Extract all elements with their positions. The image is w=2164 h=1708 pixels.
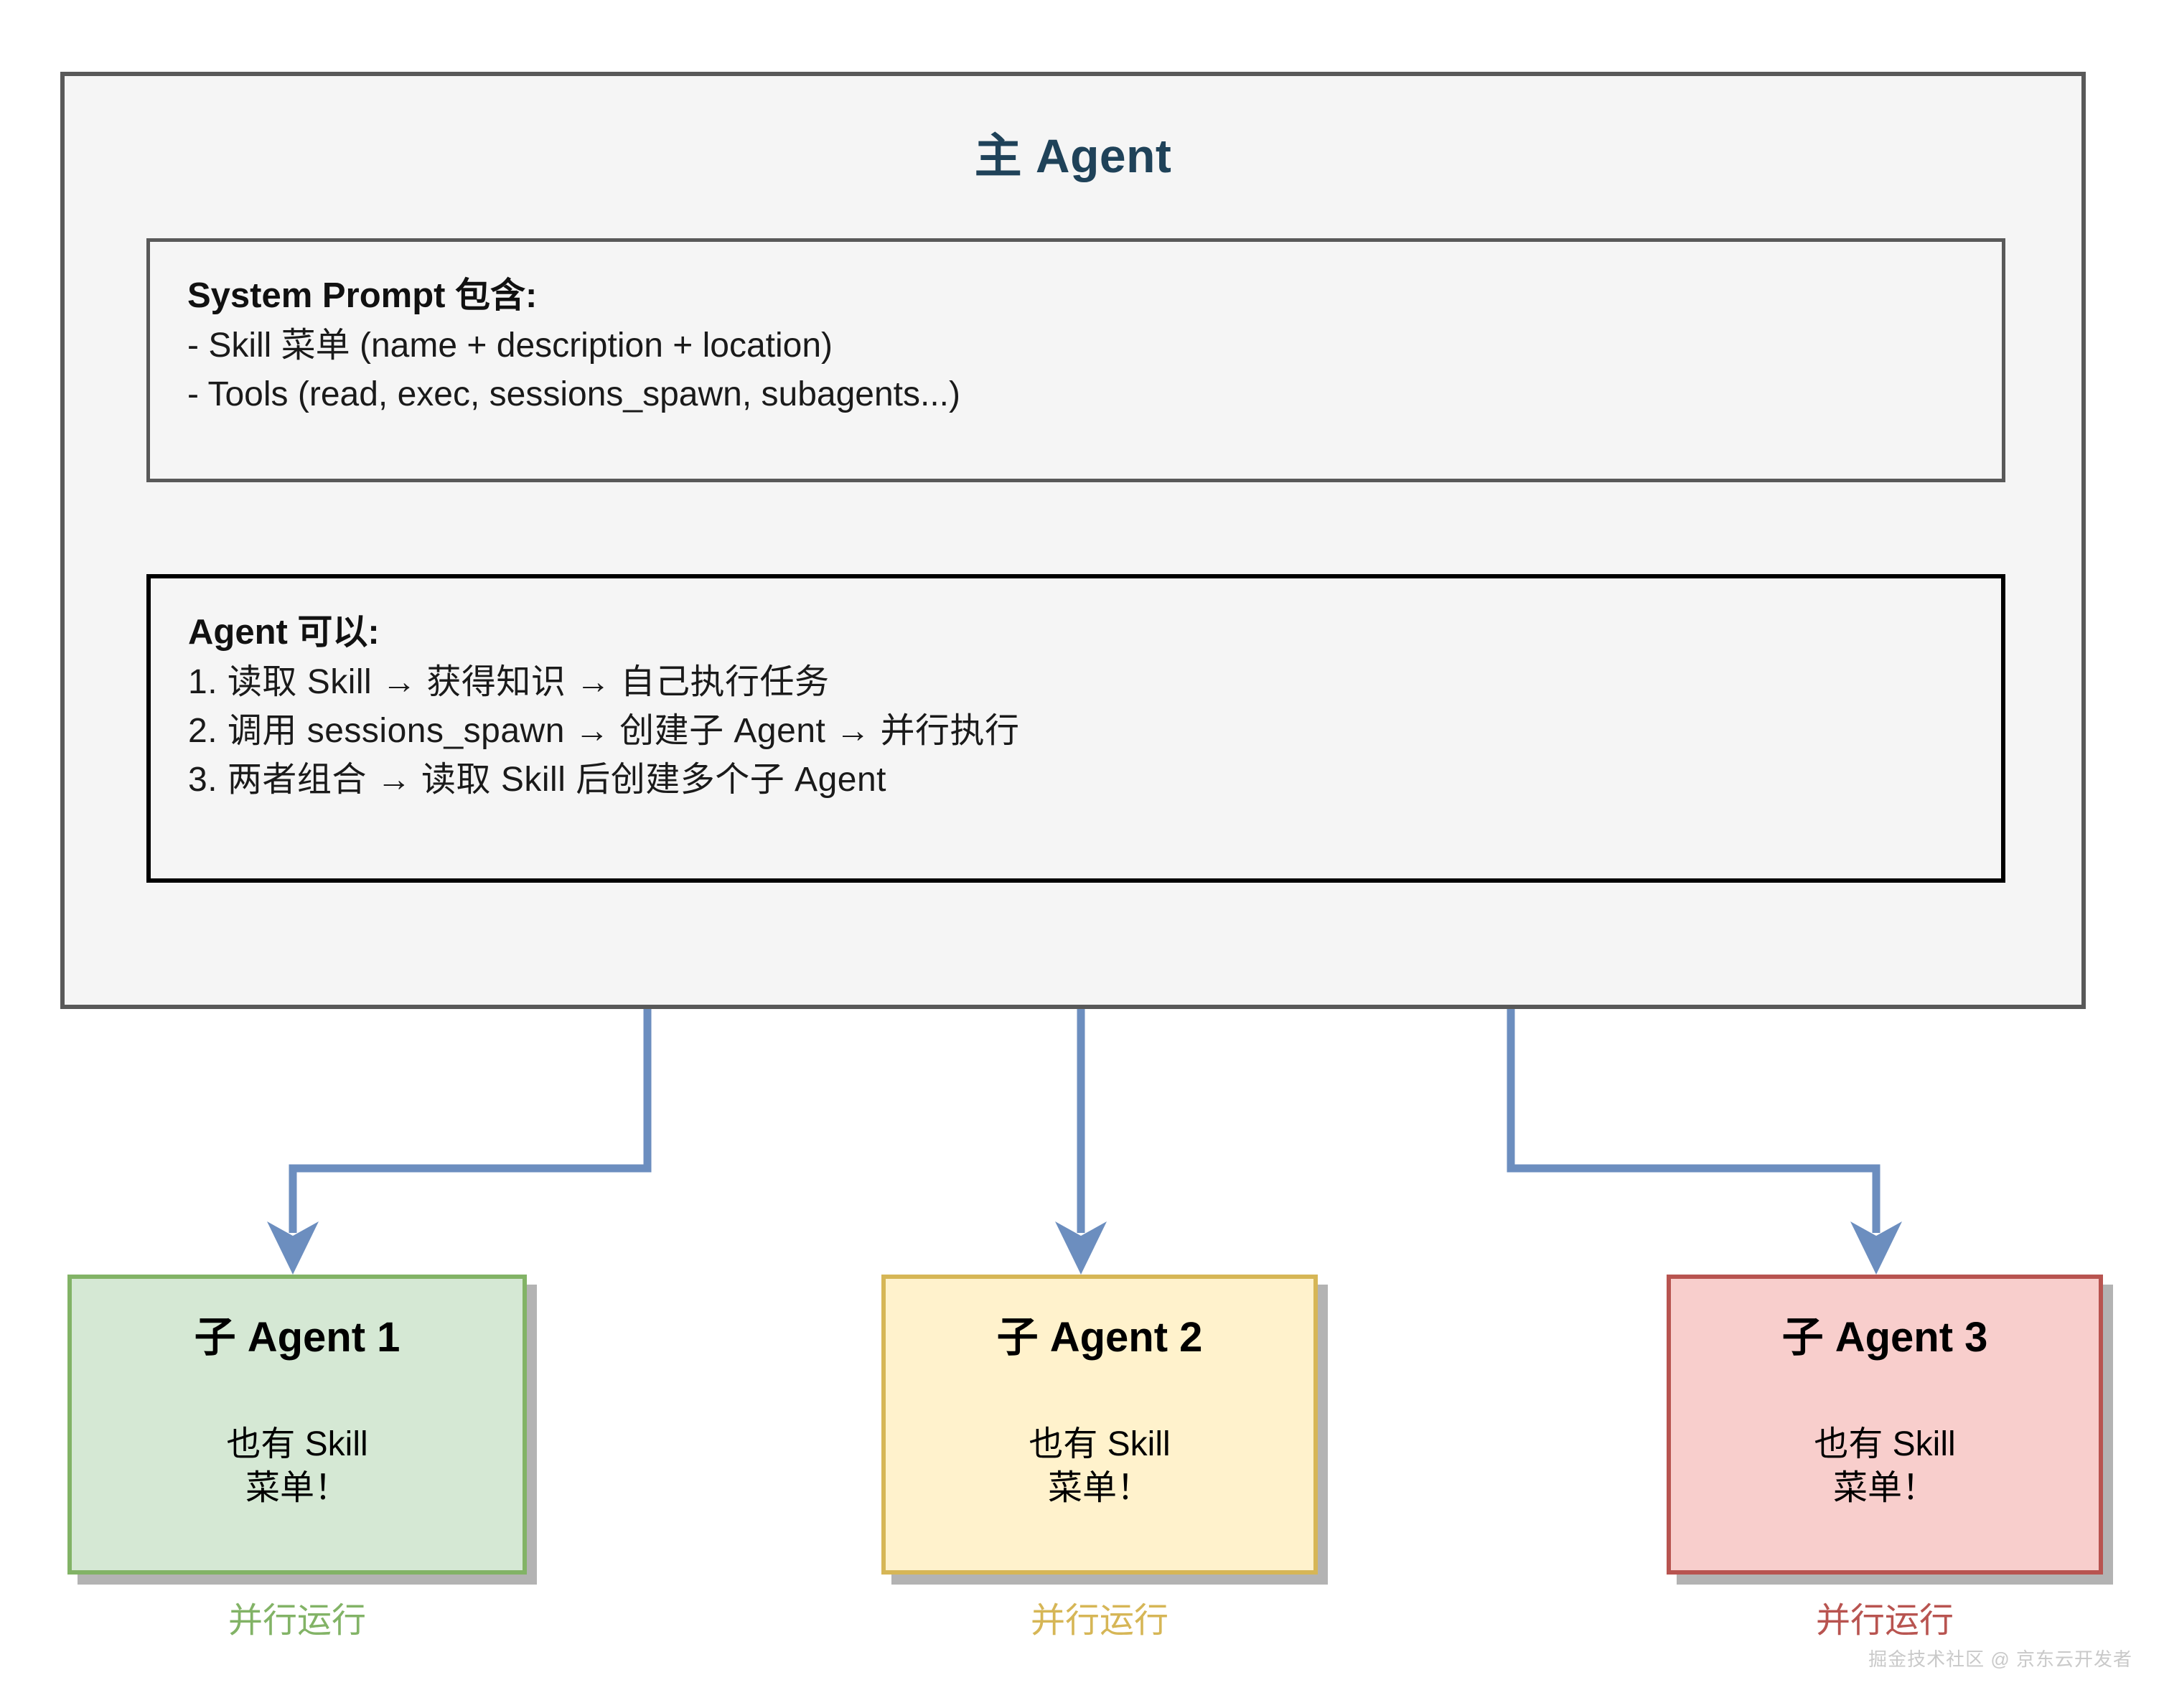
child-agent-2-subtitle-line-1: 也有 Skill	[1029, 1425, 1171, 1463]
system-prompt-line-1: - Skill 菜单 (name + description + locatio…	[187, 327, 833, 365]
child-agent-1-box: 子 Agent 1 也有 Skill 菜单！	[67, 1275, 527, 1575]
child-agent-1-subtitle-line-1: 也有 Skill	[226, 1425, 368, 1463]
system-prompt-line-2: - Tools (read, exec, sessions_spawn, sub…	[187, 375, 960, 414]
child-agent-1-subtitle: 也有 Skill 菜单！	[72, 1422, 523, 1511]
child-agent-3-box: 子 Agent 3 也有 Skill 菜单！	[1667, 1275, 2103, 1575]
agent-capability-2: 2. 调用 sessions_spawn → 创建子 Agent → 并行执行	[188, 712, 1020, 751]
child-agent-1-subtitle-line-2: 菜单！	[245, 1469, 349, 1508]
child-agent-3-title: 子 Agent 3	[1781, 1314, 1988, 1361]
agent-capabilities-box: Agent 可以: 1. 读取 Skill → 获得知识 → 自己执行任务 2.…	[146, 574, 2005, 883]
agent-capability-1: 1. 读取 Skill → 获得知识 → 自己执行任务	[188, 663, 830, 702]
arrow-down-icon	[267, 1221, 319, 1275]
connector-to-child-3	[1507, 1009, 1902, 1275]
system-prompt-box: System Prompt 包含: - Skill 菜单 (name + des…	[146, 238, 2005, 482]
child-agent-2-title: 子 Agent 2	[996, 1314, 1203, 1361]
agent-capability-3: 3. 两者组合 → 读取 Skill 后创建多个子 Agent	[188, 761, 886, 799]
system-prompt-content: System Prompt 包含: - Skill 菜单 (name + des…	[187, 271, 1980, 419]
connector-to-child-2	[1055, 1009, 1107, 1275]
child-agent-2-box: 子 Agent 2 也有 Skill 菜单！	[881, 1275, 1318, 1575]
child-agent-3-subtitle: 也有 Skill 菜单！	[1671, 1422, 2099, 1511]
system-prompt-heading: System Prompt 包含:	[187, 276, 538, 315]
arrow-down-icon	[1055, 1221, 1107, 1275]
agent-capabilities-heading: Agent 可以:	[188, 613, 380, 652]
child-agent-2-subtitle-line-2: 菜单！	[1047, 1469, 1151, 1508]
agent-capabilities-content: Agent 可以: 1. 读取 Skill → 获得知识 → 自己执行任务 2.…	[188, 607, 1980, 805]
child-agent-3-caption: 并行运行	[1815, 1602, 1954, 1640]
arrow-down-icon	[1850, 1221, 1902, 1275]
child-agent-3-subtitle-line-2: 菜单！	[1832, 1469, 1936, 1508]
watermark: 掘金技术社区 @ 京东云开发者	[1868, 1648, 2132, 1670]
child-agent-1-title: 子 Agent 1	[194, 1314, 401, 1361]
child-agent-2-subtitle: 也有 Skill 菜单！	[886, 1422, 1313, 1511]
main-agent-title: 主 Agent	[974, 129, 1172, 182]
main-agent-container: 主 Agent System Prompt 包含: - Skill 菜单 (na…	[60, 72, 2086, 1009]
child-agent-3-subtitle-line-1: 也有 Skill	[1814, 1425, 1956, 1463]
child-agent-2-caption: 并行运行	[1030, 1602, 1168, 1640]
connector-to-child-1	[267, 1009, 652, 1275]
child-agent-1-caption: 并行运行	[228, 1602, 366, 1640]
